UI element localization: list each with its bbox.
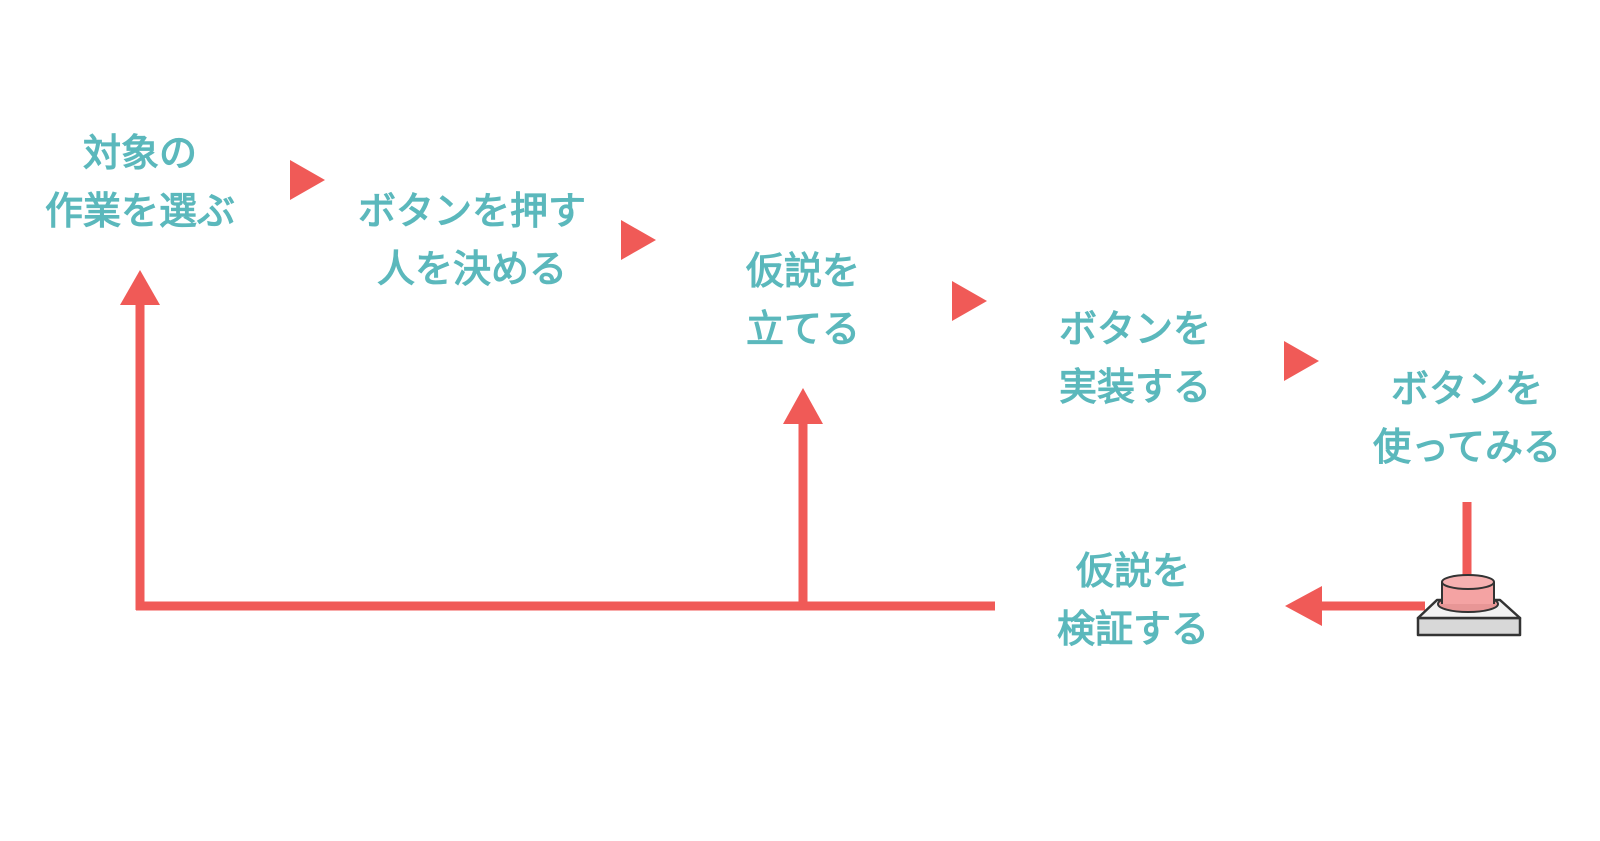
arrow-up-icon xyxy=(783,388,823,424)
step-select-task-line2: 作業を選ぶ xyxy=(45,189,235,233)
arrow-up-icon xyxy=(120,270,160,305)
step-verify-hypothesis-line1: 仮説を xyxy=(1075,549,1190,593)
step-choose-presser-line1: ボタンを押す xyxy=(358,189,586,233)
step-form-hypothesis-line1: 仮説を xyxy=(745,249,860,293)
feedback-loop xyxy=(120,270,995,611)
step-implement-button: ボタンを 実装する xyxy=(1059,307,1211,409)
step-implement-button-line1: ボタンを xyxy=(1059,307,1211,351)
step-verify-hypothesis: 仮説を 検証する xyxy=(1057,549,1209,651)
triangle-right-icon xyxy=(290,160,325,200)
step-use-button-line1: ボタンを xyxy=(1391,367,1543,411)
result-flow xyxy=(1285,502,1472,626)
step-implement-button-line2: 実装する xyxy=(1059,365,1211,409)
step-verify-hypothesis-line2: 検証する xyxy=(1057,607,1209,651)
step-use-button: ボタンを 使ってみる xyxy=(1373,367,1561,469)
triangle-right-icon xyxy=(621,220,656,260)
step-choose-presser: ボタンを押す 人を決める xyxy=(358,189,586,291)
step-choose-presser-line2: 人を決める xyxy=(377,247,567,291)
push-button-icon xyxy=(1416,574,1522,637)
step-select-task: 対象の 作業を選ぶ xyxy=(45,131,235,233)
arrow-left-icon xyxy=(1285,586,1322,626)
step-form-hypothesis-line2: 立てる xyxy=(746,307,860,351)
step-select-task-line1: 対象の xyxy=(83,131,197,175)
triangle-right-icon xyxy=(952,281,987,321)
step-form-hypothesis: 仮説を 立てる xyxy=(745,249,860,351)
triangle-right-icon xyxy=(1284,341,1319,381)
step-use-button-line2: 使ってみる xyxy=(1373,425,1561,469)
